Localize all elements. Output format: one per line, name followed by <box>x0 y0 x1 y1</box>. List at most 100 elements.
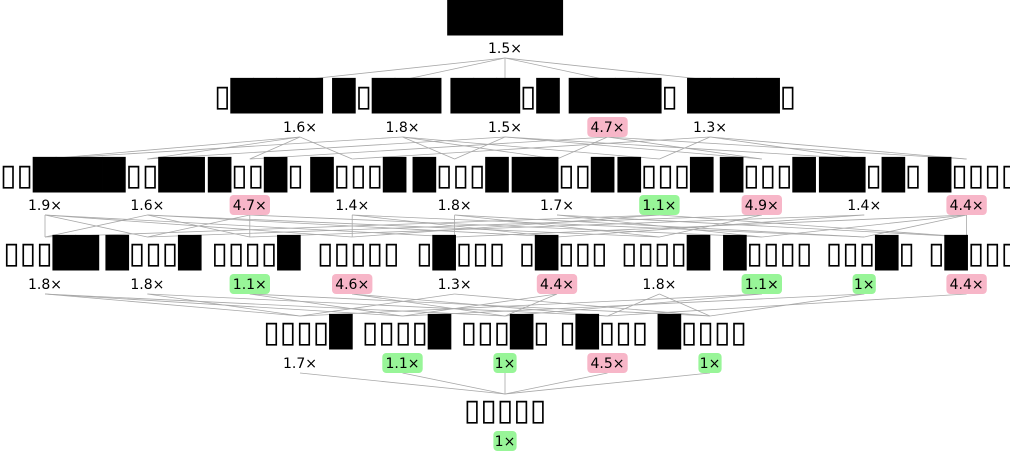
factor-badge: 1.8× <box>28 277 62 293</box>
edge-line <box>454 136 506 160</box>
node-label: ▯▯▯▯█ <box>211 234 301 271</box>
factor-pill <box>587 117 628 137</box>
node-label: ▯█▯▯▯ <box>416 234 505 271</box>
node-label: █▯▯▯█ <box>309 156 407 193</box>
edge-line <box>504 372 608 395</box>
node-label: ▯▯▯▯█ <box>621 234 711 271</box>
edge-line <box>709 136 865 160</box>
factor-label: 1.7× <box>540 198 574 214</box>
node-label: █▯▯▯█ <box>617 156 715 193</box>
edge-line <box>402 293 558 317</box>
edge-line <box>147 293 301 317</box>
edge-line <box>709 136 967 160</box>
factor-badge: 1.3× <box>438 277 472 293</box>
factor-badge: 1.5× <box>488 120 522 136</box>
node-label: ▯█▯▯▯ <box>518 234 607 271</box>
edge-line <box>556 214 762 238</box>
edge-line <box>402 57 506 81</box>
factor-badge: 1.6× <box>130 198 164 214</box>
factor-label: 4.9× <box>745 198 779 214</box>
factor-pill <box>852 274 876 294</box>
factor-pill <box>946 195 987 215</box>
edge-line <box>299 57 506 81</box>
factor-badge: 4.7× <box>587 117 628 137</box>
factor-label: 4.4× <box>540 277 574 293</box>
node-label: █▯▯█▯ <box>207 156 304 193</box>
node-label: ▯▯▯█▯ <box>826 234 915 271</box>
edge-line <box>249 136 301 160</box>
factor-pill <box>639 195 680 215</box>
node-label: ▯████ █▯███ ███▯█ ████▯ ████▯ <box>214 77 796 114</box>
factor-label: 1.3× <box>438 277 472 293</box>
factor-label: 1.8× <box>28 277 62 293</box>
node-label: ▯▯▯██ <box>3 234 100 271</box>
factor-label: 1× <box>854 277 875 293</box>
edge-line <box>352 214 660 238</box>
edge-line <box>352 136 711 160</box>
edge-layer <box>44 57 967 395</box>
factor-label: 4.6× <box>335 277 369 293</box>
factor-pill <box>536 274 578 294</box>
factor-badge: 4.7× <box>229 195 270 215</box>
factor-badge: 1.6× <box>283 120 317 136</box>
factor-label: 1.8× <box>130 277 164 293</box>
factor-label: 1.4× <box>847 198 881 214</box>
factor-label: 1.7× <box>283 356 317 372</box>
node-label: ▯▯▯▯▯ <box>317 236 400 271</box>
factor-label: 1.4× <box>335 198 369 214</box>
node-label: ██▯▯█ <box>511 156 615 193</box>
node-label: ▯▯▯▯▯ <box>464 393 547 428</box>
factor-pill <box>587 353 628 373</box>
factor-pill <box>741 195 782 215</box>
factor-pill <box>229 274 270 294</box>
factor-label: 1.8× <box>438 198 472 214</box>
edge-line <box>864 214 967 238</box>
factor-badge: 1.4× <box>335 198 369 214</box>
factor-badge: 4.4× <box>946 274 987 294</box>
factor-badge: 1.3× <box>693 120 727 136</box>
edge-line <box>44 136 403 160</box>
factor-label: 1× <box>495 356 516 372</box>
factor-pill <box>493 431 517 451</box>
edge-line <box>556 214 967 238</box>
factor-badge: 1.1× <box>741 274 782 294</box>
factor-pill <box>698 353 722 373</box>
factor-badge: 1.8× <box>130 277 164 293</box>
edge-line <box>44 293 301 317</box>
node-label: ██▯█▯ <box>818 156 921 193</box>
factor-label: 1× <box>495 434 516 450</box>
factor-badge: 1× <box>852 274 876 294</box>
edge-line <box>249 136 608 160</box>
factor-badge: 1.1× <box>229 274 270 294</box>
factor-label: 1.6× <box>130 198 164 214</box>
edge-line <box>299 293 455 317</box>
factor-badge: 1.8× <box>386 120 420 136</box>
factor-badge: 1.4× <box>847 198 881 214</box>
factor-badge: 4.5× <box>587 353 628 373</box>
edge-line <box>659 136 711 160</box>
node-label: █▯▯▯█ <box>719 156 817 193</box>
factor-label: 1.6× <box>283 120 317 136</box>
edge-line <box>147 214 762 238</box>
edge-line <box>454 214 967 238</box>
factor-pill <box>332 274 373 294</box>
factor-badge: 1.7× <box>283 356 317 372</box>
factor-badge: 4.4× <box>946 195 987 215</box>
node-label: █▯▯██ <box>101 156 205 193</box>
edge-line <box>299 293 762 317</box>
factor-label: 1.8× <box>386 120 420 136</box>
factor-label: 1.5× <box>488 120 522 136</box>
factor-label: 1× <box>700 356 721 372</box>
node-label: █▯▯▯▯ <box>722 234 812 271</box>
factor-label: 4.5× <box>591 356 625 372</box>
edge-line <box>504 57 608 81</box>
edge-line <box>659 293 711 317</box>
node-label: ▯▯███ <box>0 156 103 193</box>
node-label: ▯▯▯▯█ ▯▯▯▯█ ▯▯▯█▯ ▯█▯▯▯ █▯▯▯▯ <box>263 313 747 350</box>
factor-label: 1.1× <box>386 356 420 372</box>
factor-badge: 1.8× <box>642 277 676 293</box>
edge-line <box>147 214 250 238</box>
edge-line <box>504 57 711 81</box>
factor-label: 4.4× <box>950 198 984 214</box>
